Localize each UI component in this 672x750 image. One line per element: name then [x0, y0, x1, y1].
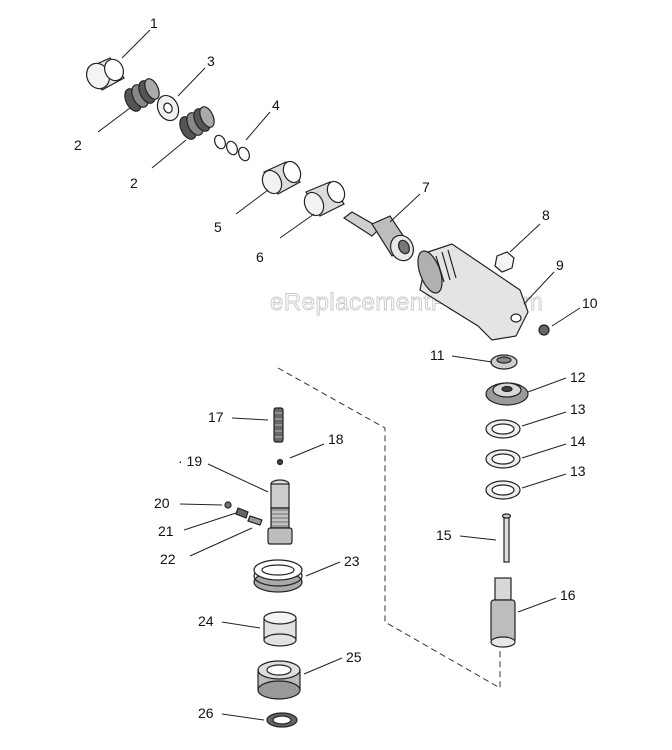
leader-9 [523, 271, 555, 305]
leader-2a [97, 107, 131, 133]
callout-17: 17 [208, 409, 224, 425]
callout-2b: 2 [130, 175, 138, 191]
assembly-guide-line [277, 367, 501, 689]
leader-15 [459, 535, 497, 541]
leader-13b [521, 473, 567, 489]
callout-1: 1 [150, 15, 158, 31]
part-1-cap [86, 57, 125, 91]
leader-19 [207, 463, 269, 493]
part-7-spindle [342, 211, 414, 262]
callout-21: 21 [158, 523, 174, 539]
part-11-lock-nut [490, 354, 518, 370]
leader-22 [189, 527, 253, 557]
part-2-spring-lower [179, 106, 215, 140]
part-20-ball [224, 501, 232, 509]
leader-25 [303, 657, 343, 675]
callout-26: 26 [198, 705, 214, 721]
callout-24: 24 [198, 613, 214, 629]
leader-13a [521, 411, 567, 427]
callout-11: 11 [430, 347, 445, 363]
leader-16 [517, 597, 557, 613]
part-25-collar-nut [257, 660, 301, 700]
callout-6: 6 [256, 249, 264, 265]
callout-13a: 13 [570, 401, 586, 417]
part-2-spring-upper [124, 78, 160, 112]
callout-18: 18 [328, 431, 344, 447]
leader-24 [221, 621, 261, 629]
leader-7 [389, 193, 421, 223]
part-13-washer-lower [485, 480, 521, 500]
leader-17 [231, 417, 269, 421]
part-24-bushing [263, 611, 297, 647]
leader-14 [521, 443, 567, 459]
leader-20 [179, 503, 223, 506]
callout-9: 9 [556, 257, 564, 273]
callout-25: 25 [346, 649, 362, 665]
leader-10 [551, 307, 581, 327]
part-12-bevel-gear [485, 382, 529, 406]
leader-4 [245, 111, 271, 141]
part-18-ball [276, 458, 284, 466]
callout-8: 8 [542, 207, 550, 223]
leader-5 [235, 189, 269, 215]
part-21-spring [235, 507, 249, 519]
leader-1 [121, 29, 151, 59]
part-5-bushing [261, 160, 302, 195]
part-16-shaft [490, 577, 516, 648]
part-10-plug [538, 324, 550, 336]
callout-23: 23 [344, 553, 360, 569]
part-3-washer [156, 94, 180, 122]
callout-13b: 13 [570, 463, 586, 479]
part-26-o-ring [266, 712, 298, 728]
leader-11 [451, 355, 493, 363]
callout-20: 20 [154, 495, 170, 511]
leader-3 [177, 67, 206, 97]
callout-19: · 19 [178, 453, 202, 469]
part-15-pin [501, 513, 512, 563]
part-13-washer-upper [485, 419, 521, 439]
callout-12: 12 [570, 369, 586, 385]
leader-6 [279, 213, 315, 239]
leader-23 [305, 561, 341, 577]
callout-14: 14 [570, 433, 586, 449]
callout-16: 16 [560, 587, 576, 603]
leader-2b [151, 139, 187, 169]
leader-12 [527, 377, 567, 393]
leader-18 [289, 443, 325, 459]
callout-4: 4 [272, 97, 280, 113]
part-23-ring [253, 559, 303, 593]
part-8-nut [494, 251, 515, 273]
leader-21 [183, 512, 237, 531]
callout-5: 5 [214, 219, 222, 235]
part-22-pin [247, 515, 263, 526]
part-6-sleeve [303, 180, 346, 217]
part-9-angle-housing [417, 243, 529, 341]
part-4-shims [213, 134, 251, 162]
leader-26 [221, 713, 265, 721]
callout-7: 7 [422, 179, 430, 195]
callout-22: 22 [160, 551, 176, 567]
callout-2a: 2 [74, 137, 82, 153]
leader-8 [509, 223, 541, 253]
part-19-spindle-shaft [267, 479, 293, 545]
callout-3: 3 [207, 53, 215, 69]
part-17-spring-rod [273, 407, 284, 443]
callout-10: 10 [582, 295, 598, 311]
part-14-washer [485, 449, 521, 469]
callout-15: 15 [436, 527, 452, 543]
